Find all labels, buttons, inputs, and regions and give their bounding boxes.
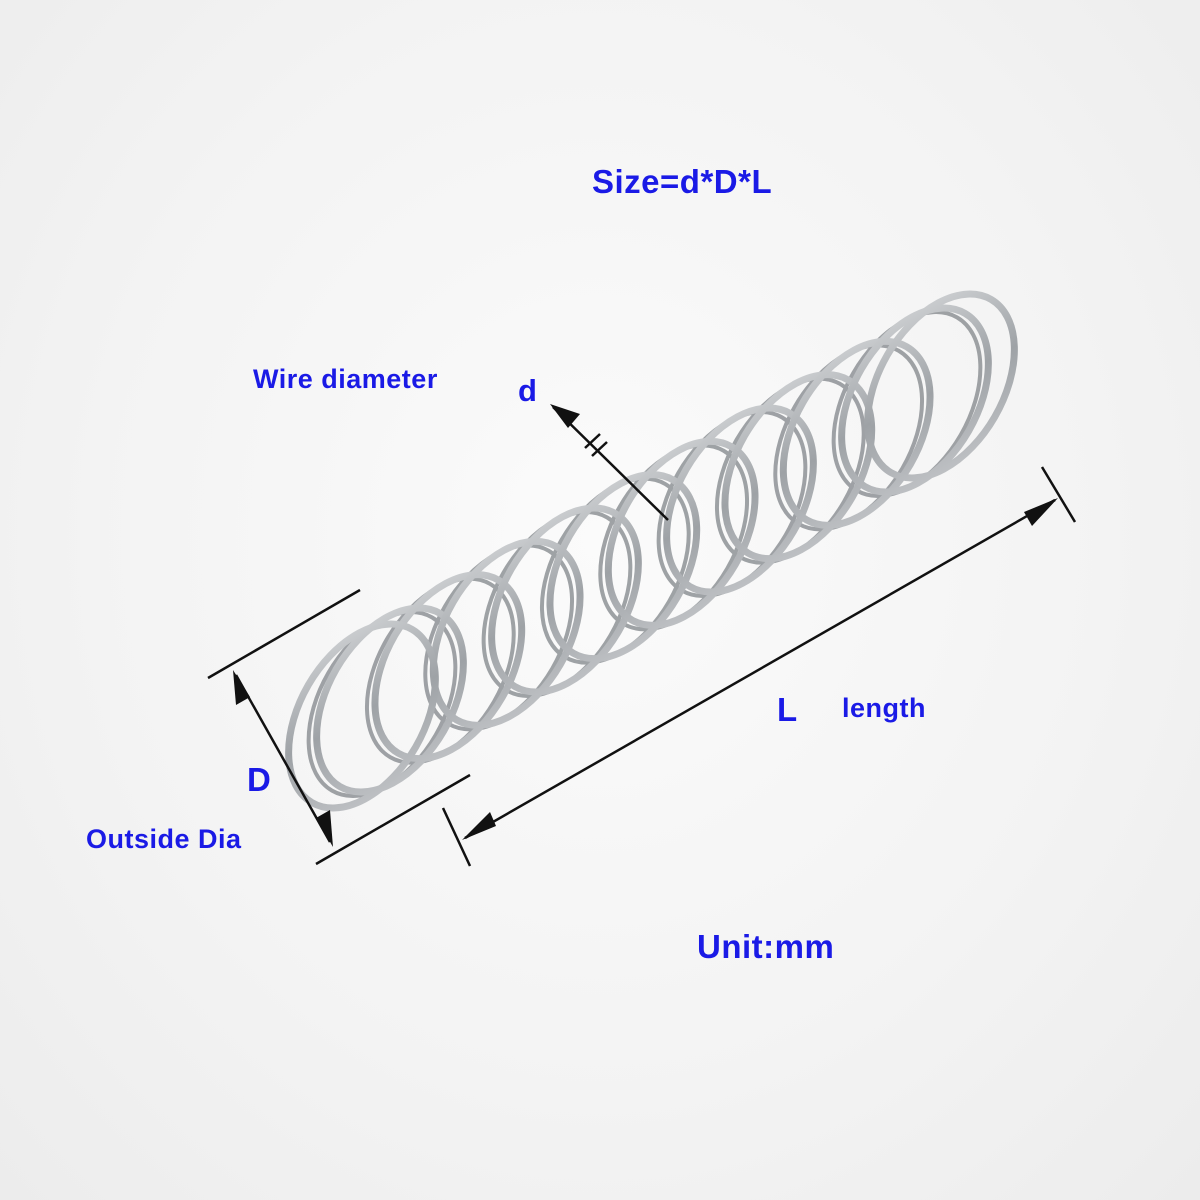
coil: [546, 471, 701, 663]
outside-diameter-symbol: D: [247, 761, 271, 798]
unit-label: Unit:mm: [697, 928, 835, 965]
coil: [604, 437, 759, 629]
length-label: length: [842, 693, 926, 723]
coil: [721, 371, 876, 563]
diameter-extension-top: [207, 588, 361, 680]
outside-diameter-label: Outside Dia: [86, 824, 242, 854]
coil: [429, 537, 584, 729]
coil: [488, 504, 642, 696]
diameter-arrowhead-bottom: [316, 810, 333, 847]
outside-diameter-dimension: [207, 588, 471, 866]
coil: [779, 337, 934, 529]
length-arrowhead-right: [1024, 498, 1058, 526]
end-coil: [285, 620, 439, 812]
coil: [838, 304, 992, 496]
spring-coils-front: [285, 290, 1018, 812]
wire-diameter-indicator: [550, 404, 669, 521]
coil: [313, 604, 467, 796]
diameter-arrow-line: [234, 674, 332, 843]
size-formula: Size=d*D*L: [592, 163, 773, 200]
wire-diameter-label: Wire diameter: [253, 364, 438, 394]
coil-back: [306, 610, 458, 798]
wire-arrow-line: [552, 406, 669, 521]
wire-diameter-symbol: d: [518, 373, 537, 408]
length-arrowhead-left: [462, 812, 496, 840]
wire-tick-2: [591, 441, 608, 457]
coil-back: [364, 576, 516, 765]
diameter-arrowhead-top: [233, 670, 250, 705]
diameter-extension-bottom: [315, 773, 471, 866]
wire-arrowhead: [550, 404, 580, 428]
length-extension-left: [441, 807, 472, 867]
length-dimension: [441, 466, 1077, 867]
length-arrow-line: [464, 498, 1056, 840]
wire-tick-1: [584, 433, 601, 449]
coil: [371, 571, 526, 763]
length-extension-right: [1040, 466, 1077, 523]
length-symbol: L: [777, 691, 798, 728]
coil: [663, 404, 817, 596]
end-coil: [864, 290, 1018, 482]
